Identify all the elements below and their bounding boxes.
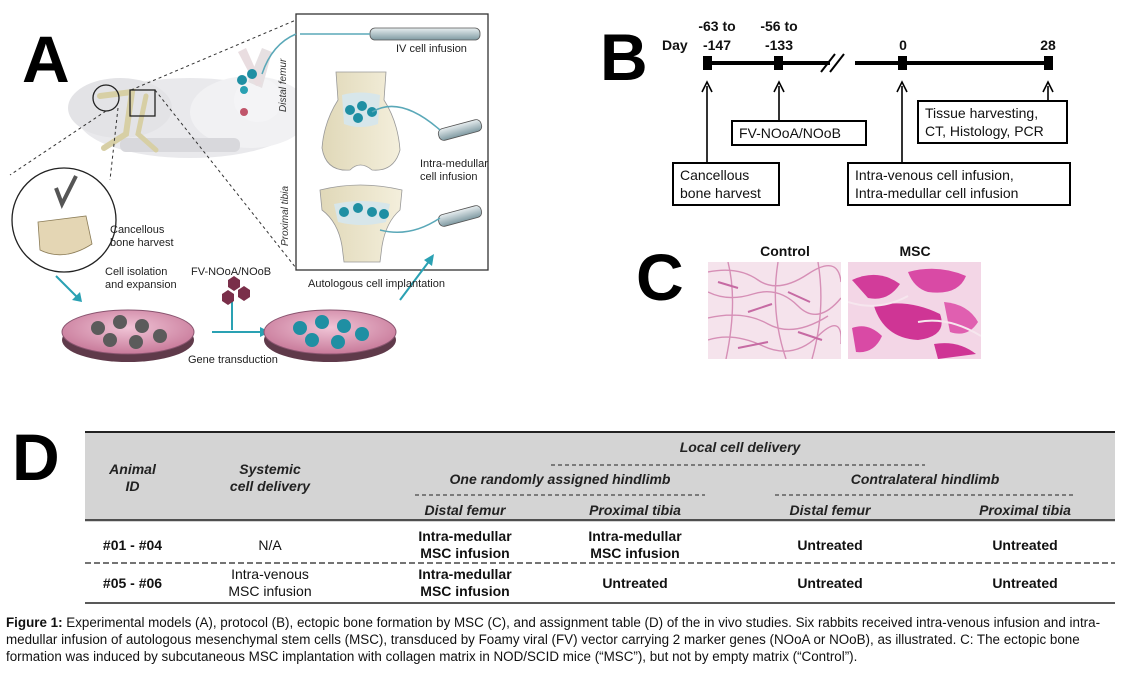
iv-infusion-label: IV cell infusion [396, 43, 467, 55]
header-animal-id: Animal ID [85, 461, 180, 495]
timepoint-1-line1: -63 to [698, 18, 736, 34]
femur-graphic [321, 71, 401, 171]
row1-id: #01 - #04 [102, 537, 163, 553]
box-bone-harvest-line1: Cancellous [680, 167, 750, 183]
header-distal-1: Distal femur [424, 502, 506, 518]
row2-distal: Intra-medullar MSC infusion [385, 566, 545, 600]
histology-msc-image [848, 262, 981, 359]
header-one-random: One randomly assigned hindlimb [449, 471, 671, 487]
isolation-label-2: and expansion [105, 279, 177, 291]
rabbit-image [68, 48, 310, 158]
panel-b-label: B [600, 20, 648, 94]
tibia-graphic [319, 184, 403, 263]
day-prefix: Day [662, 37, 688, 53]
box-tissue-line2: CT, Histology, PCR [925, 123, 1044, 139]
box-bone-harvest: Cancellous bone harvest [672, 162, 780, 206]
transduction-label: Gene transduction [188, 354, 278, 366]
panel-a-label: A [22, 22, 70, 96]
row2-systemic: Intra-venous MSC infusion [205, 566, 335, 600]
timepoint-4: 28 [1040, 37, 1056, 53]
panel-a-illustration [9, 13, 489, 362]
histology-control-image [708, 262, 841, 359]
row1-proximal: Intra-medullar MSC infusion [550, 528, 720, 562]
assignment-table: Animal ID Systemic cell delivery Local c… [85, 431, 1115, 605]
intra-medullar-label-1: Intra-medullar [420, 158, 488, 170]
row1-distal: Intra-medullar MSC infusion [385, 528, 545, 562]
box-tissue-line1: Tissue harvesting, [925, 105, 1039, 121]
box-infusion: Intra-venous cell infusion, Intra-medull… [847, 162, 1071, 206]
timepoint-2-line2: -133 [764, 37, 794, 53]
row1-distal-line1: Intra-medullar [418, 528, 512, 544]
proximal-tibia-label: Proximal tibia [280, 185, 291, 246]
row2-distal-line1: Intra-medullar [418, 566, 512, 582]
vector-label: FV-NOoA/NOoB [191, 266, 272, 278]
row1-proximal-line1: Intra-medullar [588, 528, 682, 544]
syringe-icon [300, 27, 481, 41]
row2-contra-distal: Untreated [797, 575, 863, 591]
intra-medullar-label-2: cell infusion [420, 171, 478, 183]
row1-systemic: N/A [258, 537, 282, 553]
box-infusion-line1: Intra-venous cell infusion, [855, 167, 1014, 183]
header-distal-2: Distal femur [789, 502, 871, 518]
culture-dish-2 [263, 309, 397, 362]
box-infusion-line2: Intra-medullar cell infusion [855, 185, 1019, 201]
timepoint-3: 0 [899, 37, 907, 53]
box-vector-text: FV-NOoA/NOoB [739, 125, 841, 141]
figure-caption: Figure 1: Experimental models (A), proto… [6, 614, 1122, 666]
row2-proximal: Untreated [602, 575, 668, 591]
header-animal-line2: ID [125, 478, 140, 494]
row2-id: #05 - #06 [102, 575, 163, 591]
panel-d-label: D [12, 420, 60, 494]
header-contralateral: Contralateral hindlimb [850, 471, 1000, 487]
row1-distal-line2: MSC infusion [420, 545, 510, 561]
cancellous-label-2: bone harvest [110, 237, 174, 249]
row2-distal-line2: MSC infusion [420, 583, 510, 599]
box-vector: FV-NOoA/NOoB [731, 120, 867, 146]
header-systemic-line2: cell delivery [229, 478, 311, 494]
distal-femur-label: Distal femur [278, 58, 289, 112]
bone-harvest-graphic [11, 167, 117, 273]
row1-proximal-line2: MSC infusion [590, 545, 680, 561]
header-proximal-1: Proximal tibia [589, 502, 681, 518]
timeline-graphic [701, 53, 1054, 162]
box-bone-harvest-line2: bone harvest [680, 185, 761, 201]
implantation-label: Autologous cell implantation [308, 278, 445, 290]
culture-dish-1 [61, 309, 195, 362]
vector-particles [222, 276, 250, 305]
timepoint-2-line1: -56 to [760, 18, 798, 34]
row2-systemic-line1: Intra-venous [231, 566, 309, 582]
box-tissue: Tissue harvesting, CT, Histology, PCR [917, 100, 1068, 144]
row1-contra-proximal: Untreated [992, 537, 1058, 553]
table-rules [85, 464, 1115, 604]
caption-text: Experimental models (A), protocol (B), e… [6, 615, 1101, 665]
msc-label: MSC [899, 243, 931, 259]
header-local-delivery: Local cell delivery [679, 439, 801, 455]
caption-bold: Figure 1: [6, 615, 63, 630]
row2-systemic-line2: MSC infusion [228, 583, 312, 599]
timepoint-1-line2: -147 [702, 37, 732, 53]
table-header-band [85, 431, 1115, 522]
header-proximal-2: Proximal tibia [979, 502, 1071, 518]
row1-contra-distal: Untreated [797, 537, 863, 553]
cancellous-label-1: Cancellous [110, 224, 165, 236]
header-animal-line1: Animal [109, 461, 156, 477]
isolation-label-1: Cell isolation [105, 266, 168, 278]
header-systemic: Systemic cell delivery [205, 461, 335, 495]
panel-c-label: C [636, 240, 684, 314]
row2-contra-proximal: Untreated [992, 575, 1058, 591]
control-label: Control [760, 243, 810, 259]
header-systemic-line1: Systemic [239, 461, 301, 477]
